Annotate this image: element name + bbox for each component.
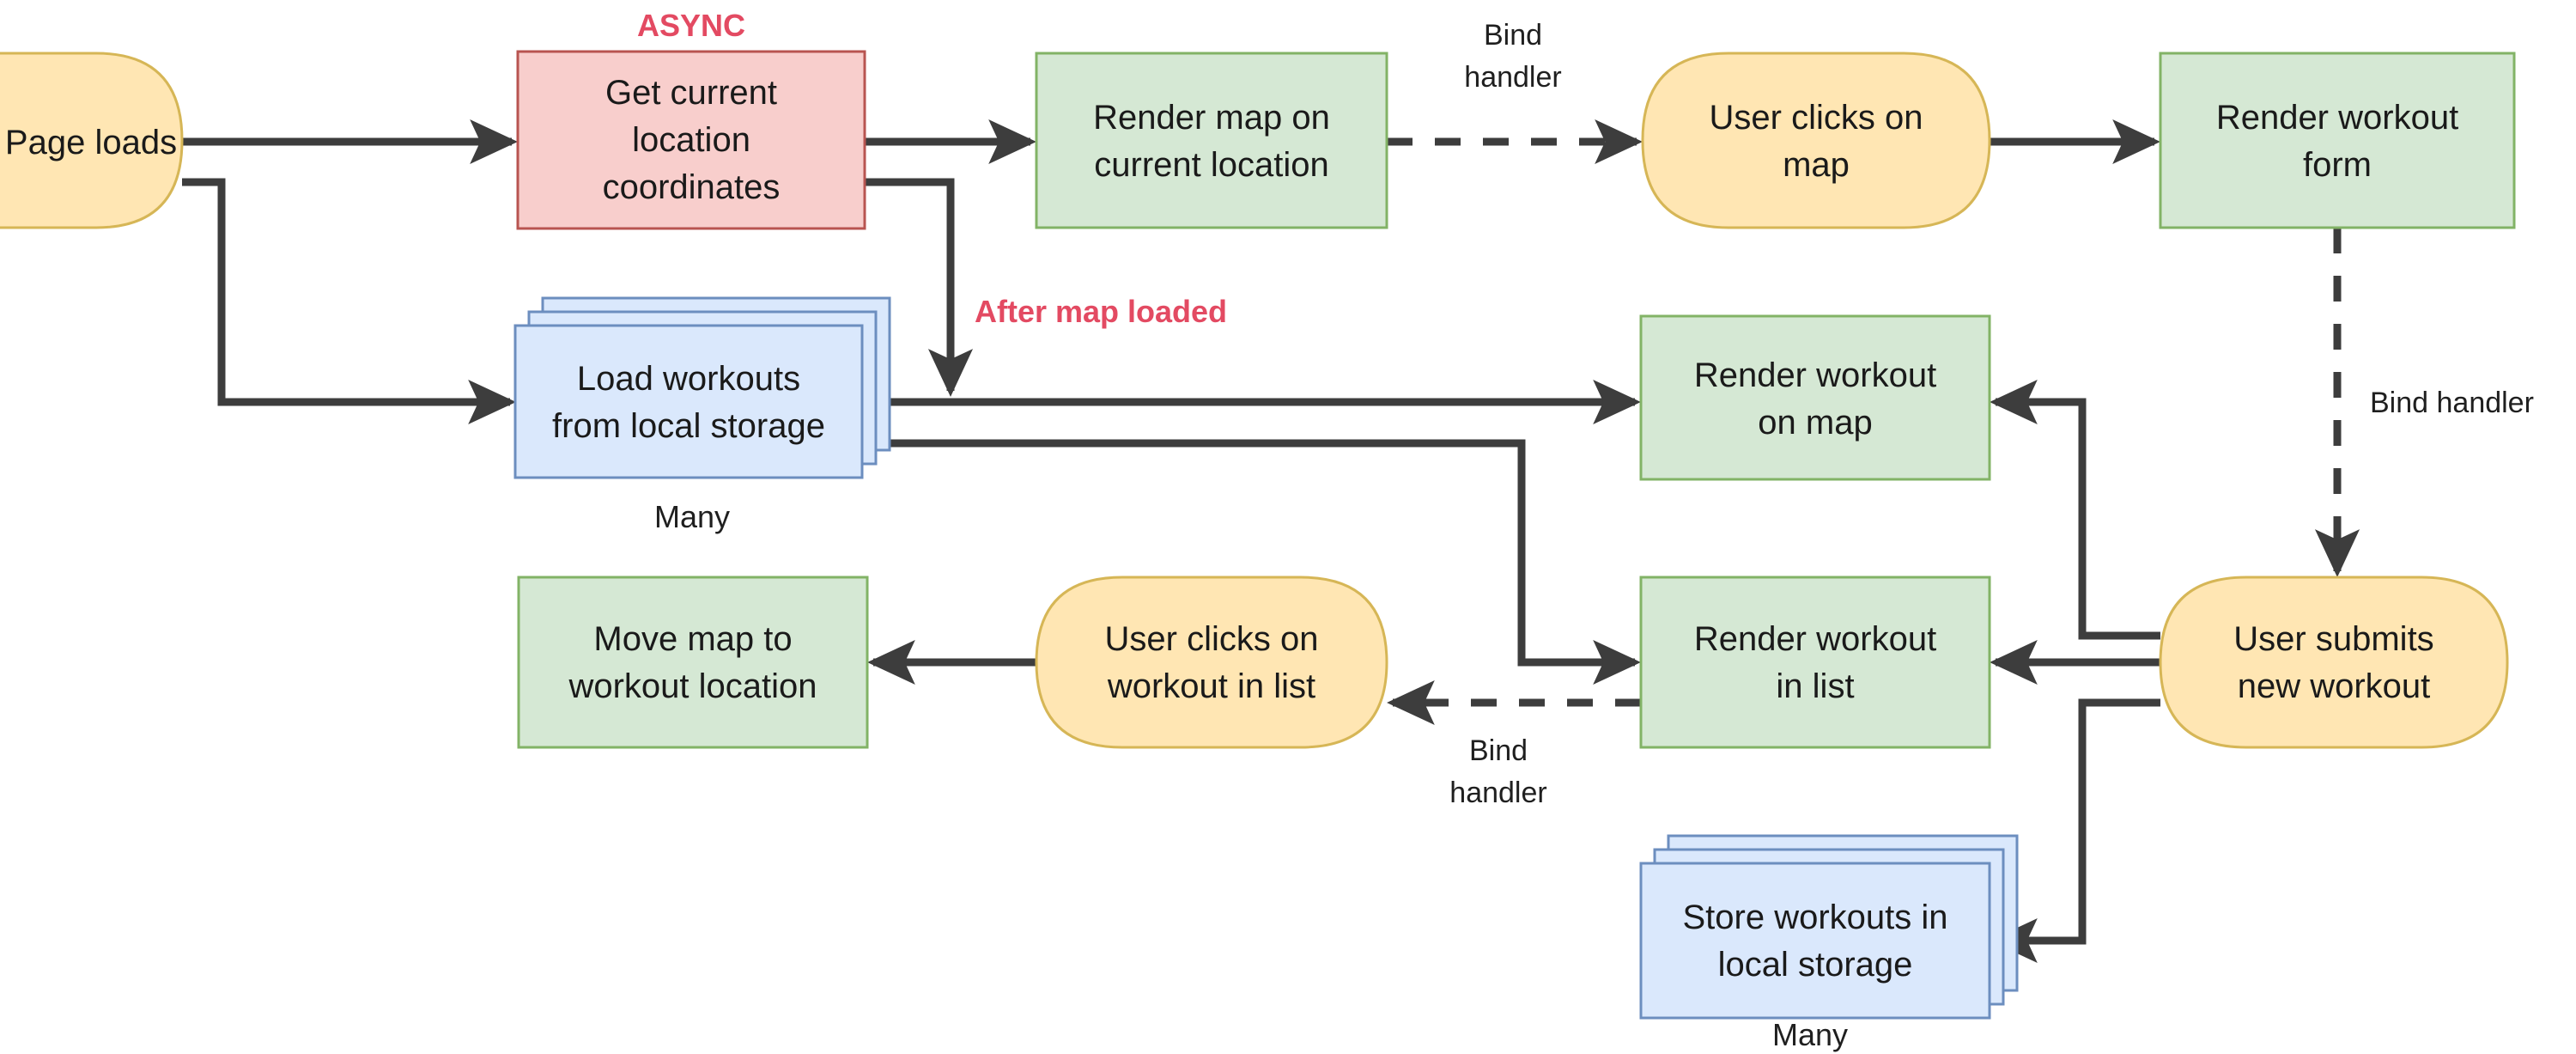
- load-workouts-caption: Many: [654, 499, 730, 534]
- node-user-clicks-list[interactable]: User clicks on workout in list: [1035, 576, 1388, 749]
- render-in-list-label-line1: Render workout: [1694, 620, 1936, 658]
- edge-usersubmits-renderonmap: [1990, 379, 2160, 640]
- edge-loadworkouts-renderinlist: [862, 439, 1641, 685]
- render-on-map-label-line2: on map: [1758, 404, 1872, 442]
- node-user-clicks-map[interactable]: User clicks on map: [1641, 52, 1991, 229]
- render-on-map-shape: [1639, 314, 1991, 481]
- store-workouts-label-line2: local storage: [1718, 946, 1913, 984]
- render-map-label-line1: Render map on: [1093, 99, 1330, 137]
- node-render-in-list[interactable]: Render workout in list: [1639, 576, 1991, 749]
- edge-label-bind-handler-list: Bind handler: [1449, 734, 1546, 809]
- node-move-map[interactable]: Move map to workout location: [517, 576, 869, 749]
- user-clicks-list-label-line1: User clicks on: [1105, 620, 1319, 658]
- render-form-label-line2: form: [2303, 146, 2372, 184]
- render-on-map-label-line1: Render workout: [1694, 356, 1936, 394]
- store-workouts-caption: Many: [1772, 1017, 1848, 1052]
- page-loads-label: Page loads: [5, 124, 177, 161]
- move-map-label-line1: Move map to: [593, 620, 792, 658]
- bind-handler-form-label: Bind handler: [2370, 387, 2534, 419]
- user-submits-label-line2: new workout: [2238, 667, 2431, 705]
- render-in-list-label-line2: in list: [1776, 667, 1854, 705]
- load-workouts-label-line1: Load workouts: [577, 360, 800, 398]
- move-map-shape: [517, 576, 869, 749]
- user-clicks-map-shape: [1641, 52, 1991, 229]
- store-workouts-label-line1: Store workouts in: [1682, 899, 1947, 936]
- bind-handler-list-line1: Bind: [1469, 734, 1528, 767]
- render-form-shape: [2159, 52, 2516, 229]
- move-map-label-line2: workout location: [568, 667, 817, 705]
- node-render-form[interactable]: Render workout form: [2159, 52, 2516, 229]
- node-user-submits[interactable]: User submits new workout: [2159, 576, 2509, 749]
- node-get-location[interactable]: Get current location coordinates: [516, 50, 866, 230]
- bind-handler-list-line2: handler: [1449, 777, 1546, 809]
- edge-getlocation-aftermaploaded: [865, 178, 974, 397]
- user-clicks-list-shape: [1035, 576, 1388, 749]
- user-submits-shape: [2159, 576, 2509, 749]
- render-map-shape: [1035, 52, 1388, 229]
- edge-pageloads-loadworkouts: [182, 178, 516, 425]
- load-workouts-label-line2: from local storage: [552, 407, 825, 445]
- bind-handler-map-line1: Bind: [1484, 19, 1542, 52]
- node-load-workouts[interactable]: Load workouts from local storage: [513, 296, 891, 479]
- async-annotation: ASYNC: [637, 8, 745, 43]
- get-location-label-line2: location: [632, 121, 750, 159]
- get-location-shape: [516, 50, 866, 230]
- edge-usersubmits-storeworkouts: [1990, 698, 2160, 964]
- get-location-label-line1: Get current: [605, 74, 777, 112]
- user-submits-label-line1: User submits: [2233, 620, 2433, 658]
- page-loads-shape: [0, 52, 184, 229]
- render-in-list-shape: [1639, 576, 1991, 749]
- node-render-on-map[interactable]: Render workout on map: [1639, 314, 1991, 481]
- node-store-workouts[interactable]: Store workouts in local storage: [1639, 834, 2019, 1020]
- after-map-loaded-annotation: After map loaded: [975, 294, 1227, 329]
- node-page-loads[interactable]: Page loads: [0, 52, 184, 229]
- edge-label-bind-handler-map: Bind handler: [1464, 19, 1561, 94]
- render-form-label-line1: Render workout: [2216, 99, 2458, 137]
- bind-handler-map-line2: handler: [1464, 61, 1561, 94]
- load-workouts-stack-layer-1: [513, 324, 864, 479]
- user-clicks-map-label-line2: map: [1783, 146, 1850, 184]
- user-clicks-map-label-line1: User clicks on: [1710, 99, 1923, 137]
- node-render-map[interactable]: Render map on current location: [1035, 52, 1388, 229]
- get-location-label-line3: coordinates: [603, 168, 781, 206]
- render-map-label-line2: current location: [1094, 146, 1328, 184]
- edge-layer: [182, 119, 2360, 964]
- store-workouts-stack-layer-1: [1639, 862, 1991, 1020]
- user-clicks-list-label-line2: workout in list: [1107, 667, 1315, 705]
